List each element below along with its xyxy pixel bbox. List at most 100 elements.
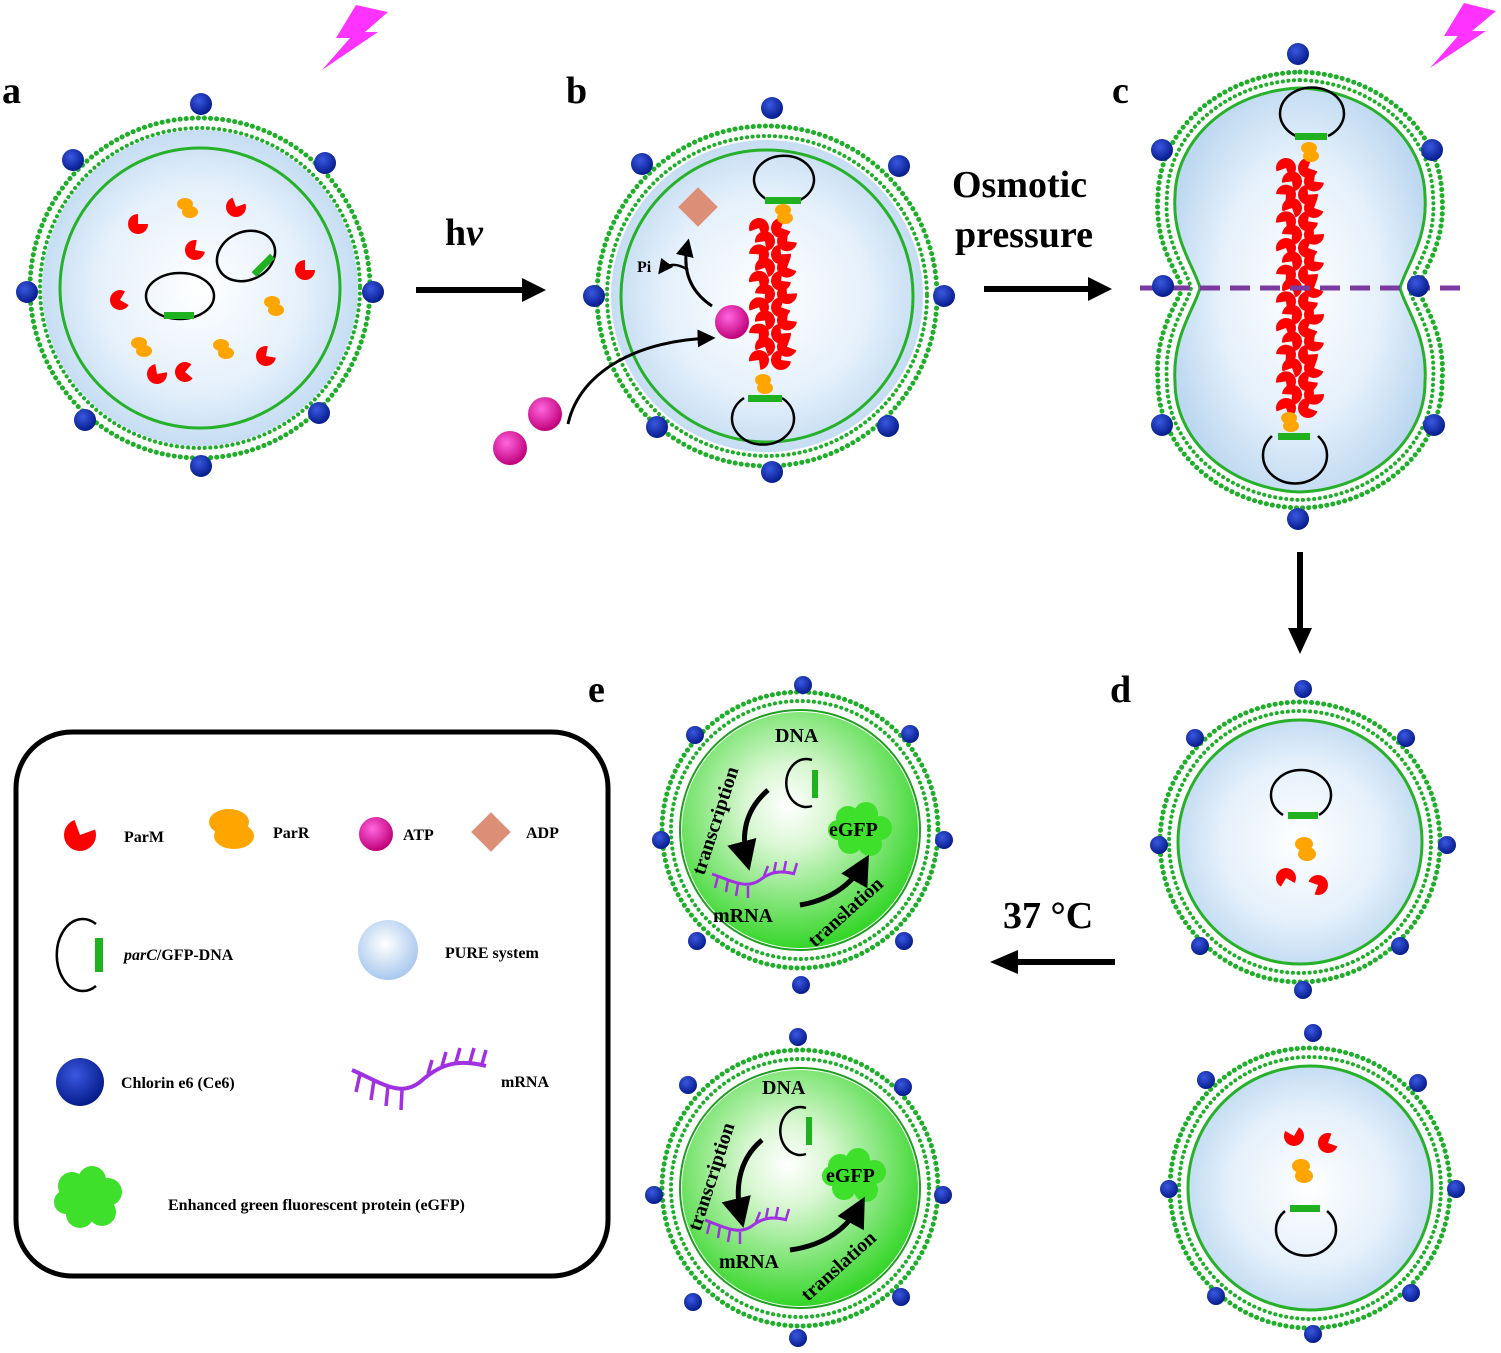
atp-in-b — [715, 305, 749, 339]
parr-proteins-a — [131, 198, 284, 359]
vesicle-a — [16, 93, 384, 477]
legend-mrna: mRNA — [501, 1074, 549, 1091]
parm-monomer — [1282, 331, 1302, 352]
parm-icon — [256, 346, 276, 366]
osmotic-label-1: Osmotic — [952, 164, 1087, 206]
parm-monomer — [755, 310, 775, 331]
parm-icon — [185, 240, 205, 260]
svg-text:parC/GFP-DNA: parC/GFP-DNA — [122, 947, 234, 964]
arrow-temperature: 37 °C — [990, 895, 1115, 974]
svg-text:hν: hν — [445, 212, 484, 254]
legend-adp: ADP — [526, 825, 559, 842]
dna-label-bottom: DNA — [762, 1077, 806, 1099]
egfp-label-bottom: eGFP — [826, 1165, 875, 1187]
arrow-light: hν — [416, 212, 546, 302]
vesicle-e-bottom: DNA transcription eGFP mRNA translation — [645, 1028, 952, 1347]
parm-monomer — [1304, 331, 1324, 352]
label-nu: ν — [466, 212, 484, 254]
legend-box: ParM ParR ATP ADP parC/GFP-DNA PURE syst… — [13, 729, 611, 1279]
parm-monomer — [1304, 251, 1324, 272]
parm-icon — [64, 819, 96, 851]
parm-icon — [226, 197, 246, 217]
parm-filament-b — [749, 218, 797, 370]
legend-dna-rest: /GFP-DNA — [156, 947, 234, 964]
vesicle-e-top: DNA transcription eGFP mRNA translation — [652, 676, 953, 994]
parm-monomer — [1282, 198, 1302, 218]
vesicle-c — [1140, 43, 1466, 530]
arrow-down — [1288, 552, 1312, 654]
vesicle-b: Pi — [583, 97, 955, 483]
parm-filament-c — [1276, 158, 1324, 418]
parm-icon — [295, 260, 315, 280]
parm-monomer — [771, 350, 791, 370]
parm-icon — [175, 362, 193, 382]
atp-outside-2 — [493, 431, 527, 465]
legend-parm: ParM — [124, 829, 164, 846]
ce6-dots-b — [583, 97, 955, 483]
osmotic-label-2: pressure — [955, 214, 1093, 256]
legend-ce6: Chlorin e6 (Ce6) — [121, 1075, 235, 1092]
ce6-icon — [56, 1058, 104, 1106]
panel-label-b: b — [566, 70, 587, 112]
parm-monomer — [1298, 398, 1318, 418]
mrna-legend-icon — [351, 1047, 488, 1111]
vesicle-d-top — [1150, 680, 1456, 999]
adp-b — [678, 187, 718, 227]
ce6-dots-e-top — [652, 676, 953, 994]
egfp-blob-bottom — [822, 1148, 886, 1202]
parm-monomer — [755, 284, 775, 304]
parm-monomer — [755, 231, 775, 252]
parm-monomer — [777, 231, 797, 252]
parm-monomer — [755, 257, 775, 277]
lightning-icon-a — [322, 5, 388, 70]
temperature-label: 37 °C — [1003, 895, 1093, 937]
label-h: h — [445, 212, 466, 254]
parm-icon — [147, 364, 167, 384]
parm-monomer — [755, 336, 775, 357]
panel-label-e: e — [588, 669, 605, 711]
parm-monomer — [777, 310, 797, 331]
mrna-label-top: mRNA — [713, 905, 774, 927]
legend-egfp: Enhanced green fluorescent protein (eGFP… — [168, 1197, 465, 1214]
panel-label-a: a — [2, 70, 21, 112]
parm-monomer — [749, 350, 769, 370]
parm-icon — [128, 214, 148, 234]
dna-icon — [55, 917, 97, 993]
mrna-icon-bottom — [704, 1216, 788, 1232]
legend-pure: PURE system — [445, 945, 539, 962]
legend-atp: ATP — [403, 827, 434, 844]
vesicle-d-bottom — [1160, 1024, 1465, 1343]
arrow-osmotic: Osmotic pressure — [952, 164, 1112, 301]
atp-uptake-arrow — [566, 329, 716, 425]
parm-monomer — [1282, 251, 1302, 272]
parm-monomer — [1282, 358, 1302, 378]
ce6-dots-d-top — [1150, 680, 1456, 999]
ce6-dots-a — [16, 93, 384, 477]
ce6-dots-d-bottom — [1160, 1024, 1465, 1343]
parm-monomer — [1282, 304, 1302, 325]
panel-label-c: c — [1112, 70, 1129, 112]
atp-outside-1 — [528, 397, 562, 431]
egfp-blob-top — [828, 802, 892, 856]
mrna-icon-top — [711, 870, 796, 886]
lightning-icon-c — [1430, 3, 1496, 68]
pi-label: Pi — [637, 259, 652, 276]
ce6-dots-c — [1151, 43, 1445, 530]
parm-monomer — [1304, 171, 1324, 192]
legend-parr: ParR — [273, 825, 310, 842]
adp-icon — [471, 812, 511, 852]
parm-monomer — [1282, 171, 1302, 192]
atp-icon — [359, 817, 393, 851]
dna-label-top: DNA — [775, 725, 819, 747]
mrna-label-bottom: mRNA — [719, 1251, 780, 1273]
legend-dna-italic: parC — [122, 947, 157, 964]
parm-proteins-a — [110, 197, 315, 384]
ce6-dots-e-bottom — [645, 1028, 952, 1347]
parm-monomer — [1282, 384, 1302, 405]
panel-label-d: d — [1110, 669, 1131, 711]
parm-monomer — [1282, 224, 1302, 245]
egfp-legend-icon — [54, 1166, 122, 1228]
egfp-label-top: eGFP — [829, 819, 878, 841]
pure-system-icon — [358, 920, 418, 980]
